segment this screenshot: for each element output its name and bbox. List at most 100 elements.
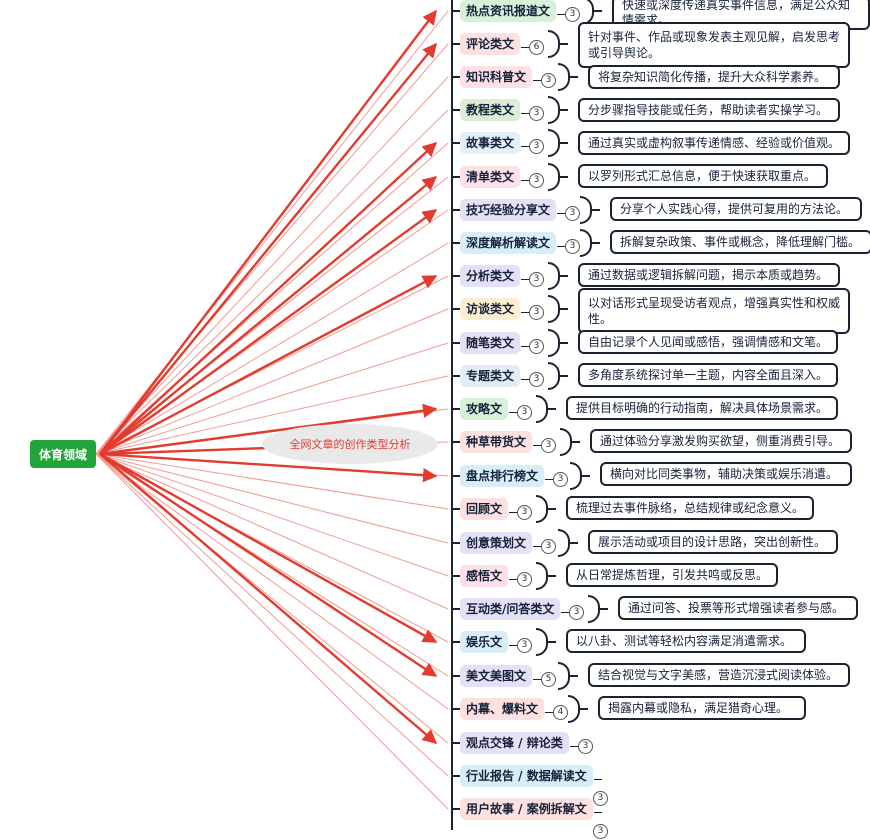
branch-pill[interactable]: 评论类文 (460, 33, 521, 55)
root-node[interactable]: 体育领域 (30, 440, 96, 468)
red-arrow-8 (99, 274, 438, 456)
branch-pill[interactable]: 攻略文 (460, 398, 509, 420)
root-line-17 (95, 453, 449, 577)
root-line-11 (95, 375, 449, 455)
collapse-count-badge[interactable]: 3 (529, 173, 544, 188)
branch-connector (451, 275, 460, 277)
description-box: 通过数据或逻辑拆解问题，揭示本质或趋势。 (578, 263, 840, 287)
count-dash (521, 146, 529, 147)
description-text: 以对话形式呈现受访者观点，增强真实性和权威性。 (588, 296, 841, 326)
branch-pill[interactable]: 美文美图文 (460, 665, 533, 687)
red-arrow-6 (99, 209, 438, 455)
branch-pill[interactable]: 技巧经验分享文 (460, 199, 557, 221)
collapse-count-badge[interactable]: 3 (517, 572, 532, 587)
branch-node: 访谈类文 3 (451, 297, 611, 321)
branch-pill[interactable]: 回顾文 (460, 498, 509, 520)
branch-pill[interactable]: 感悟文 (460, 565, 509, 587)
count-group: 3 (556, 203, 580, 222)
branch-pill[interactable]: 盘点排行榜文 (460, 465, 545, 487)
collapse-count-badge[interactable]: 5 (541, 672, 556, 687)
desc-brace-tick (548, 575, 556, 577)
branch-connector (451, 408, 460, 410)
collapse-count-badge[interactable]: 3 (529, 106, 544, 121)
collapse-count-badge[interactable]: 6 (529, 40, 544, 55)
collapse-count-badge[interactable]: 3 (541, 73, 556, 88)
collapse-count-badge[interactable]: 3 (541, 539, 556, 554)
collapse-count-badge[interactable]: 3 (569, 605, 584, 620)
branch-connector (451, 508, 460, 510)
collapse-count-badge[interactable]: 3 (529, 139, 544, 154)
branch-pill[interactable]: 清单类文 (460, 166, 521, 188)
branch-pill[interactable]: 热点资讯报道文 (460, 0, 557, 22)
branch-pill[interactable]: 内幕、爆料文 (460, 698, 545, 720)
collapse-count-badge[interactable]: 3 (593, 824, 608, 839)
count-dash (533, 679, 541, 680)
branch-pill[interactable]: 分析类文 (460, 265, 521, 287)
branch-connector (451, 708, 460, 710)
root-line-9 (95, 308, 449, 455)
collapse-count-badge[interactable]: 3 (529, 372, 544, 387)
count-group: 3 (520, 269, 544, 288)
collapse-count-badge[interactable]: 3 (517, 638, 532, 653)
branch-connector (451, 209, 460, 211)
description-text: 将复杂知识简化传播，提升大众科学素养。 (598, 70, 827, 84)
branch-pill[interactable]: 创意策划文 (460, 532, 533, 554)
branch-pill[interactable]: 随笔类文 (460, 332, 521, 354)
description-text: 通过问答、投票等形式增强读者参与感。 (628, 601, 845, 615)
collapse-count-badge[interactable]: 3 (517, 505, 532, 520)
branch-label: 互动类/问答类文 (466, 602, 555, 616)
branch-pill[interactable]: 种草带货文 (460, 431, 533, 453)
count-dash (561, 612, 569, 613)
branch-pill[interactable]: 观点交锋 / 辩论类 (460, 732, 569, 754)
branch-label: 清单类文 (466, 170, 515, 184)
count-dash (594, 779, 602, 780)
collapse-count-badge[interactable]: 3 (529, 339, 544, 354)
root-line-10 (95, 342, 449, 455)
collapse-count-badge[interactable]: 3 (565, 206, 580, 221)
collapse-count-badge[interactable]: 3 (593, 791, 608, 806)
branch-label: 盘点排行榜文 (466, 469, 539, 483)
description-text: 梳理过去事件脉络，总结规律或纪念意义。 (576, 501, 805, 515)
branch-pill[interactable]: 深度解析解读文 (460, 232, 557, 254)
branch-pill[interactable]: 娱乐文 (460, 631, 509, 653)
root-line-2 (95, 76, 449, 455)
branch-connector (451, 43, 460, 45)
desc-brace-tick (548, 408, 556, 410)
root-line-3 (95, 109, 449, 455)
branch-pill[interactable]: 专题类文 (460, 365, 521, 387)
count-dash (570, 746, 578, 747)
branch-pill[interactable]: 互动类/问答类文 (460, 598, 561, 620)
branch-node: 观点交锋 / 辩论类 3 (451, 731, 611, 755)
branch-pill[interactable]: 用户故事 / 案例拆解文 (460, 798, 593, 820)
branch-pill[interactable]: 知识科普文 (460, 66, 533, 88)
red-arrows (99, 9, 438, 744)
branch-label: 教程类文 (466, 103, 515, 117)
branch-label: 攻略文 (466, 402, 503, 416)
count-group: 3 (520, 369, 544, 388)
collapse-count-badge[interactable]: 3 (517, 405, 532, 420)
collapse-count-badge[interactable]: 3 (553, 472, 568, 487)
branch-label: 内幕、爆料文 (466, 702, 539, 716)
collapse-count-badge[interactable]: 3 (529, 272, 544, 287)
collapse-count-badge[interactable]: 3 (529, 305, 544, 320)
collapse-count-badge[interactable]: 3 (565, 7, 580, 22)
desc-brace-tick (560, 43, 568, 45)
description-box: 横向对比同类事物，辅助决策或娱乐消遣。 (600, 462, 852, 486)
desc-brace-tick (580, 708, 588, 710)
branch-label: 分析类文 (466, 269, 515, 283)
branch-pill[interactable]: 行业报告 / 数据解读文 (460, 765, 593, 787)
count-dash (521, 113, 529, 114)
count-group: 3 (520, 103, 544, 122)
description-box: 以罗列形式汇总信息，便于快速获取重点。 (578, 164, 828, 188)
branch-pill[interactable]: 访谈类文 (460, 298, 521, 320)
branch-pill[interactable]: 故事类文 (460, 132, 521, 154)
branch-pill[interactable]: 教程类文 (460, 99, 521, 121)
description-box: 以对话形式呈现受访者观点，增强真实性和权威性。 (578, 288, 850, 334)
collapse-count-badge[interactable]: 3 (565, 239, 580, 254)
red-arrow-20 (99, 452, 438, 678)
collapse-count-badge[interactable]: 4 (553, 705, 568, 720)
description-text: 分步骤指导技能或任务，帮助读者实操学习。 (588, 103, 829, 117)
collapse-count-badge[interactable]: 3 (578, 739, 593, 754)
branch-node: 互动类/问答类文 3 (451, 597, 611, 621)
collapse-count-badge[interactable]: 3 (541, 438, 556, 453)
